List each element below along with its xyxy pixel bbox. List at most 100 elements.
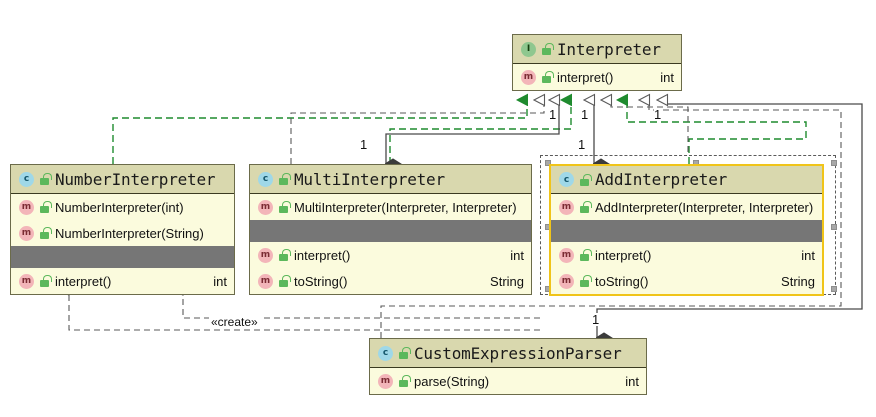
- selection-handle[interactable]: [831, 160, 837, 166]
- member-section: m interpret() int: [513, 64, 681, 90]
- member-signature: interpret(): [55, 273, 112, 289]
- unlocked-public-icon: [398, 375, 411, 387]
- unlocked-public-icon: [541, 71, 554, 83]
- class-icon: c: [378, 345, 393, 361]
- unlocked-public-icon: [278, 249, 291, 261]
- class-name: NumberInterpreter: [55, 169, 216, 189]
- member-return-type: String: [490, 273, 524, 289]
- member-section: m MultiInterpreter(Interpreter, Interpret…: [250, 194, 531, 220]
- member-return-type: int: [510, 247, 524, 263]
- selection-handle[interactable]: [831, 224, 837, 230]
- unlocked-public-icon: [398, 347, 411, 359]
- unlocked-public-icon: [39, 227, 52, 239]
- member-signature: interpret(): [294, 247, 351, 263]
- multiplicity-label: 1: [592, 312, 600, 327]
- member-section: m interpret() int m toString() String: [551, 242, 822, 294]
- multiplicity-label: 1: [360, 137, 368, 152]
- edge-realization-numberinterpreter[interactable]: [112, 100, 527, 164]
- selection-handle[interactable]: [831, 286, 837, 292]
- member-row[interactable]: m interpret() int: [551, 242, 822, 268]
- edge-assoc-multi-dashed[interactable]: [290, 100, 544, 164]
- member-signature: AddInterpreter(Interpreter, Interpreter): [595, 199, 814, 215]
- section-separator: [11, 246, 234, 268]
- method-icon: m: [559, 199, 574, 215]
- multiplicity-label: 1: [581, 107, 589, 122]
- member-signature: toString(): [595, 273, 649, 289]
- method-icon: m: [559, 247, 574, 263]
- unlocked-public-icon: [278, 201, 291, 213]
- member-return-type: int: [625, 373, 639, 389]
- member-section: m AddInterpreter(Interpreter, Interpreter…: [551, 194, 822, 220]
- class-icon: c: [559, 172, 574, 187]
- multiplicity-label: 1: [578, 137, 586, 152]
- unlocked-public-icon: [579, 173, 592, 186]
- method-icon: m: [19, 199, 34, 215]
- member-signature: NumberInterpreter(int): [55, 199, 184, 215]
- unlocked-public-icon: [39, 201, 52, 213]
- method-icon: m: [19, 273, 34, 289]
- section-separator: [250, 220, 531, 242]
- class-name: AddInterpreter: [595, 170, 728, 189]
- member-row[interactable]: m NumberInterpreter(int): [11, 194, 234, 220]
- method-icon: m: [258, 273, 273, 289]
- class-node-header[interactable]: c AddInterpreter: [551, 164, 822, 194]
- member-return-type: int: [660, 69, 674, 85]
- member-row[interactable]: m toString() String: [250, 268, 531, 294]
- class-node-addinterpreter[interactable]: c AddInterpreter m AddInterpreter(Interpret…: [549, 164, 824, 296]
- member-row[interactable]: m AddInterpreter(Interpreter, Interpreter…: [551, 194, 822, 220]
- member-return-type: int: [213, 273, 227, 289]
- unlocked-public-icon: [278, 173, 291, 185]
- member-signature: toString(): [294, 273, 348, 289]
- unlocked-public-icon: [39, 275, 52, 287]
- method-icon: m: [378, 373, 393, 389]
- member-row[interactable]: m interpret() int: [11, 268, 234, 294]
- member-row[interactable]: m toString() String: [551, 268, 822, 294]
- unlocked-public-icon: [579, 201, 592, 213]
- member-row[interactable]: m interpret() int: [513, 64, 681, 90]
- selection-handle[interactable]: [545, 160, 551, 166]
- class-icon: c: [19, 171, 34, 187]
- multiplicity-label: 1: [654, 107, 662, 122]
- unlocked-public-icon: [579, 249, 592, 261]
- unlocked-public-icon: [39, 173, 52, 185]
- member-row[interactable]: m MultiInterpreter(Interpreter, Interpret…: [250, 194, 531, 220]
- class-node-header[interactable]: c NumberInterpreter: [11, 164, 234, 194]
- method-icon: m: [559, 273, 574, 289]
- member-section: m interpret() int m toString() String: [250, 242, 531, 294]
- method-icon: m: [19, 225, 34, 241]
- multiplicity-label: 1: [549, 107, 557, 122]
- stereotype-label-create: «create»: [209, 315, 260, 329]
- member-return-type: String: [781, 273, 815, 289]
- unlocked-public-icon: [278, 275, 291, 287]
- member-signature: NumberInterpreter(String): [55, 225, 204, 241]
- class-node-numberinterpreter[interactable]: c NumberInterpreter m NumberInterpreter(int…: [10, 164, 235, 295]
- member-section: m interpret() int: [11, 268, 234, 294]
- member-signature: interpret(): [557, 69, 614, 85]
- member-signature: interpret(): [595, 247, 652, 263]
- edge-assoc-add-dashed[interactable]: [611, 100, 689, 152]
- unlocked-public-icon: [579, 275, 592, 287]
- class-name: Interpreter: [557, 39, 661, 59]
- class-icon: c: [258, 171, 273, 187]
- edge-composition-multiinterpreter[interactable]: [386, 100, 559, 164]
- method-icon: m: [521, 69, 536, 85]
- member-return-type: int: [801, 247, 815, 263]
- edge-create-numberinterpreter[interactable]: [58, 284, 540, 331]
- class-name: CustomExpressionParser: [414, 343, 622, 363]
- member-row[interactable]: m NumberInterpreter(String): [11, 220, 234, 246]
- method-icon: m: [258, 199, 273, 215]
- class-node-header[interactable]: c CustomExpressionParser: [370, 338, 646, 368]
- unlocked-public-icon: [541, 43, 554, 55]
- section-separator: [551, 220, 822, 242]
- member-signature: MultiInterpreter(Interpreter, Interprete…: [294, 199, 517, 215]
